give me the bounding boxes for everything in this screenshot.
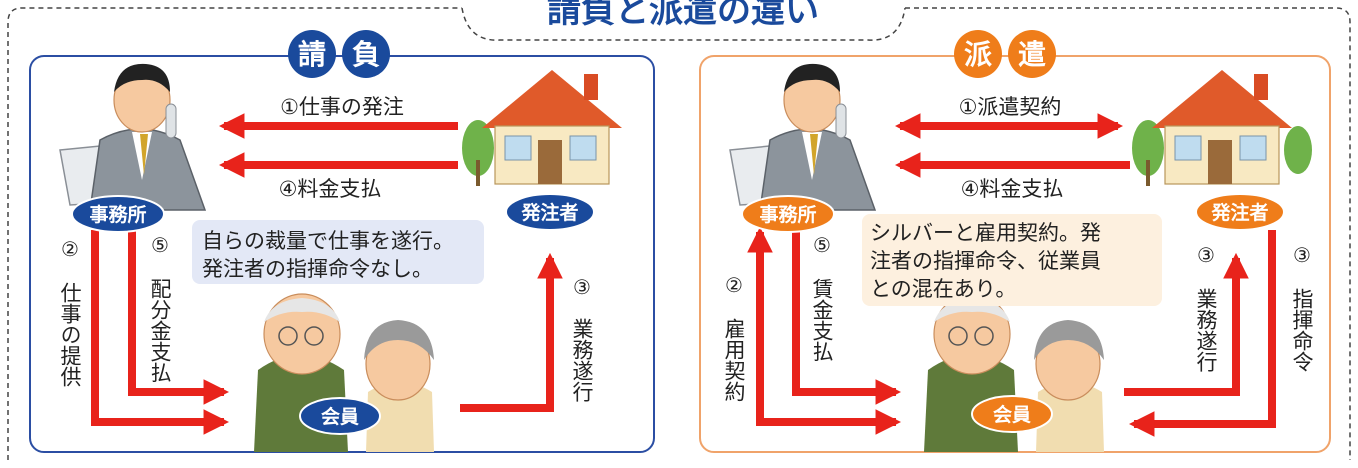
label-order: ①仕事の発注: [280, 95, 404, 119]
arrow-wages: [792, 232, 902, 405]
label-command-num: ③: [1293, 243, 1311, 267]
left-heading-circle-1: [288, 30, 336, 78]
member-badge: [299, 397, 381, 435]
label-payment-right: ④料金支払: [961, 177, 1064, 201]
left-note-box: [192, 220, 484, 284]
office-worker-illustration: [59, 63, 207, 211]
label-do-work: 業務遂行: [570, 318, 594, 402]
label-do-work-right: 業務遂行: [1194, 288, 1218, 372]
diagram-title: 請負と派遣の違い: [547, 0, 819, 31]
arrow-do-work-right: [1124, 252, 1249, 396]
member-badge-label: 会員: [321, 405, 359, 428]
left-note-line-1: 自らの裁量で仕事を遂行。: [202, 229, 454, 253]
seniors-illustration: [254, 293, 434, 452]
left-note-line-2: 発注者の指揮命令なし。: [202, 257, 433, 281]
right-heading-circle-1: [954, 30, 1002, 78]
label-do-work-right-num: ③: [1197, 243, 1215, 267]
house-illustration: [462, 70, 622, 186]
member-badge-right: [971, 395, 1053, 433]
arrow-employment: [747, 226, 902, 435]
label-provide-work-num: ②: [61, 237, 79, 261]
arrow-distribute-pay: [128, 230, 230, 405]
office-worker-illustration-right: [729, 63, 877, 211]
left-heading-char-1: 請: [298, 38, 326, 71]
office-badge-label: 事務所: [89, 203, 146, 226]
client-badge: [505, 193, 595, 231]
label-provide-work: 仕事の提供: [58, 282, 82, 387]
right-note-line-1: シルバーと雇用契約。発: [870, 221, 1101, 245]
office-badge-right: [741, 195, 835, 233]
title-bubble: [461, 7, 906, 41]
client-badge-label: 発注者: [520, 201, 578, 224]
label-distribute-pay-num: ⑤: [151, 233, 169, 257]
label-wages-num: ⑤: [813, 233, 831, 257]
left-heading-char-2: 負: [352, 38, 380, 71]
right-note-line-2: 注者の指揮命令、従業員: [870, 249, 1101, 273]
office-badge-right-label: 事務所: [759, 203, 816, 226]
label-do-work-num: ③: [573, 275, 591, 299]
label-dispatch-contract: ①派遣契約: [959, 95, 1062, 119]
house-illustration-right: [1132, 70, 1312, 186]
outer-dashed-frame: [7, 7, 1351, 460]
right-heading-circle-2: [1008, 30, 1056, 78]
label-employment: 雇用契約: [722, 318, 746, 402]
right-note-box: [862, 214, 1162, 306]
office-badge: [71, 195, 165, 233]
arrow-do-work: [460, 252, 563, 412]
right-note-line-3: との混在あり。: [870, 277, 1016, 301]
left-heading-circle-2: [342, 30, 390, 78]
label-employment-num: ②: [725, 273, 743, 297]
label-distribute-pay: 配分金支払: [148, 278, 172, 383]
member-badge-right-label: 会員: [993, 403, 1031, 426]
client-badge-right-label: 発注者: [1210, 201, 1268, 224]
label-command: 指揮命令: [1290, 288, 1314, 372]
label-wages: 賃金支払: [810, 278, 834, 362]
right-heading-char-2: 遣: [1018, 38, 1046, 71]
right-heading-char-1: 派: [964, 38, 992, 71]
client-badge-right: [1195, 193, 1285, 231]
arrow-command: [1128, 230, 1276, 437]
arrow-provide-work: [91, 230, 230, 435]
label-payment: ④料金支払: [279, 177, 382, 201]
